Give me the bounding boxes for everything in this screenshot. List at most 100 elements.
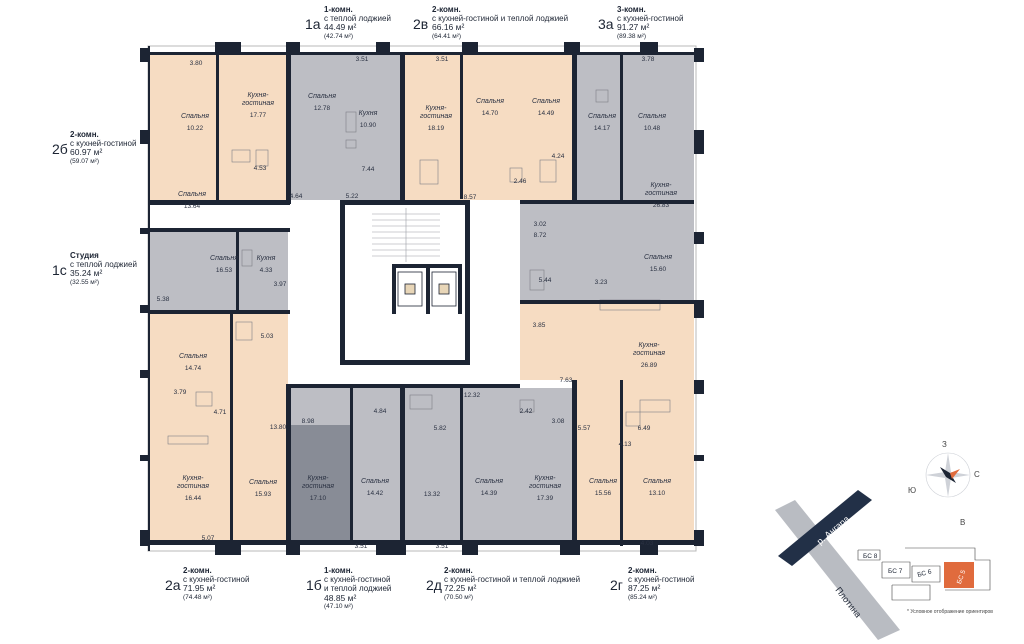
apt-area: 60.97 м² <box>70 147 103 158</box>
room-area: 14.70 <box>482 110 499 117</box>
apt-desc: с кухней-гостиной <box>183 575 250 585</box>
apt-area: 71.95 м² <box>183 583 216 594</box>
room-name: Спальня <box>638 113 666 120</box>
dimension-label: 3.51 <box>356 56 369 63</box>
apt-area-2: (85.24 м²) <box>628 594 658 602</box>
apt-type: 2-комн. <box>70 130 99 139</box>
dimension-label: 3.23 <box>595 279 608 286</box>
dimension-label: 5.22 <box>346 193 359 200</box>
apt-desc: с теплой лоджией <box>324 14 391 24</box>
dimension-label: 4.53 <box>254 165 267 172</box>
room-area: 17.10 <box>310 495 327 502</box>
apt-desc: с кухней-гостиной и теплой лоджией <box>444 575 581 585</box>
room-area: 13.32 <box>424 491 441 498</box>
apt-area: 44.49 м² <box>324 22 357 33</box>
room-area: 4.33 <box>260 267 273 274</box>
room-area: 13.64 <box>184 203 201 210</box>
room-area: 16.53 <box>216 267 233 274</box>
dimension-label: 7.44 <box>362 166 375 173</box>
dimension-label: 3.51 <box>355 543 368 550</box>
compass-n-label: С <box>974 470 980 479</box>
room-name: Спальня <box>178 191 206 198</box>
dimension-label: 4.24 <box>552 153 565 160</box>
room-area: 14.39 <box>481 490 498 497</box>
apt-area: 87.25 м² <box>628 583 661 594</box>
room-name: Спальня <box>181 113 209 120</box>
compass: З С Ю В <box>908 440 980 527</box>
room-name: Спальня <box>476 98 504 105</box>
room-name: Кухня- <box>651 182 673 189</box>
room-labels: Спальня10.22Кухня-гостиная17.77Спальня12… <box>177 92 677 502</box>
building-bs6: БС 6 <box>917 568 933 579</box>
dimension-label: 4.71 <box>214 409 227 416</box>
room-area: 14.17 <box>594 125 611 132</box>
compass-s-label: Ю <box>908 486 916 495</box>
room-name: Спальня <box>588 113 616 120</box>
dimension-label: 3.85 <box>533 322 546 329</box>
apt-label-1b: 1б 1-комн. с кухней-гостиной и теплой ло… <box>306 566 391 611</box>
site-map: р. Ангара Плотина БС 8 БС 7 БС 6 БС 5 <box>775 490 991 640</box>
apt-area-2: (47.10 м²) <box>324 603 354 611</box>
room-name: гостиная <box>302 483 334 490</box>
dimension-label: 3.80 <box>190 60 203 67</box>
apt-desc: с кухней-гостиной <box>324 575 391 585</box>
room-name: Кухня- <box>639 342 661 349</box>
room-area: 16.44 <box>185 495 202 502</box>
dimension-label: 8.72 <box>534 232 547 239</box>
room-name: Кухня- <box>426 105 448 112</box>
apt-area-2: (42.74 м²) <box>324 33 354 41</box>
apt-code: 1б <box>306 577 322 593</box>
dimension-label: 4.03 <box>641 540 654 547</box>
room-area: 26.89 <box>641 362 658 369</box>
room-area: 10.90 <box>360 122 377 129</box>
apt-code: 1с <box>52 262 67 278</box>
room-area: 12.78 <box>314 105 331 112</box>
room-area: 14.49 <box>538 110 555 117</box>
building-bs7: БС 7 <box>888 568 903 575</box>
apt-type: 2-комн. <box>432 5 461 14</box>
apt-label-2g: 2г 2-комн. с кухней-гостиной 87.25 м² (8… <box>610 566 694 602</box>
apt-area-2: (64.41 м²) <box>432 33 462 41</box>
apt-type: 2-комн. <box>183 566 212 575</box>
apt-label-2v: 2в 2-комн. с кухней-гостиной и теплой ло… <box>413 5 569 41</box>
walls <box>140 42 704 555</box>
dimension-label: 3.51 <box>436 543 449 550</box>
room-name: Спальня <box>644 254 672 261</box>
dimension-label: 2.42 <box>520 408 533 415</box>
room-name: Спальня <box>249 479 277 486</box>
room-name: гостиная <box>529 483 561 490</box>
room-area: 14.42 <box>367 490 384 497</box>
dimension-label: 8.98 <box>302 418 315 425</box>
room-name: Спальня <box>361 478 389 485</box>
room-name: Спальня <box>179 353 207 360</box>
apt-area-2: (74.48 м²) <box>183 594 213 602</box>
room-name: Кухня <box>257 255 276 262</box>
apt-type: 1-комн. <box>324 5 353 14</box>
apt-desc-2: и теплой лоджией <box>324 584 392 594</box>
apt-type: 1-комн. <box>324 566 353 575</box>
apt-code: 2в <box>413 16 429 32</box>
room-name: Спальня <box>475 478 503 485</box>
room-name: Кухня <box>359 110 378 117</box>
orientation-note: * Условное отображение ориентиров <box>907 609 993 615</box>
room-name: Спальня <box>532 98 560 105</box>
apt-area-2: (70.50 м²) <box>444 594 474 602</box>
apt-area: 35.24 м² <box>70 268 103 279</box>
apt-code: 3а <box>598 16 614 32</box>
apt-desc: с теплой лоджией <box>70 260 137 270</box>
room-name: гостиная <box>645 190 677 197</box>
apt-label-1a: 1а 1-комн. с теплой лоджией 44.49 м² (42… <box>305 5 391 41</box>
dimension-label: 3.79 <box>174 389 187 396</box>
room-area: 15.56 <box>595 490 612 497</box>
room-area: 26.83 <box>653 202 670 209</box>
dimension-label: 3.97 <box>274 281 287 288</box>
apt-desc: с кухней-гостиной и теплой лоджией <box>432 14 569 24</box>
room-name: гостиная <box>420 113 452 120</box>
room-area: 10.22 <box>187 125 204 132</box>
apt-label-2b: 2б 2-комн. с кухней-гостиной 60.97 м² (5… <box>52 130 136 166</box>
dimension-label: 5.82 <box>434 425 447 432</box>
apt-desc: с кухней-гостиной <box>70 139 137 149</box>
room-area: 13.10 <box>649 490 666 497</box>
